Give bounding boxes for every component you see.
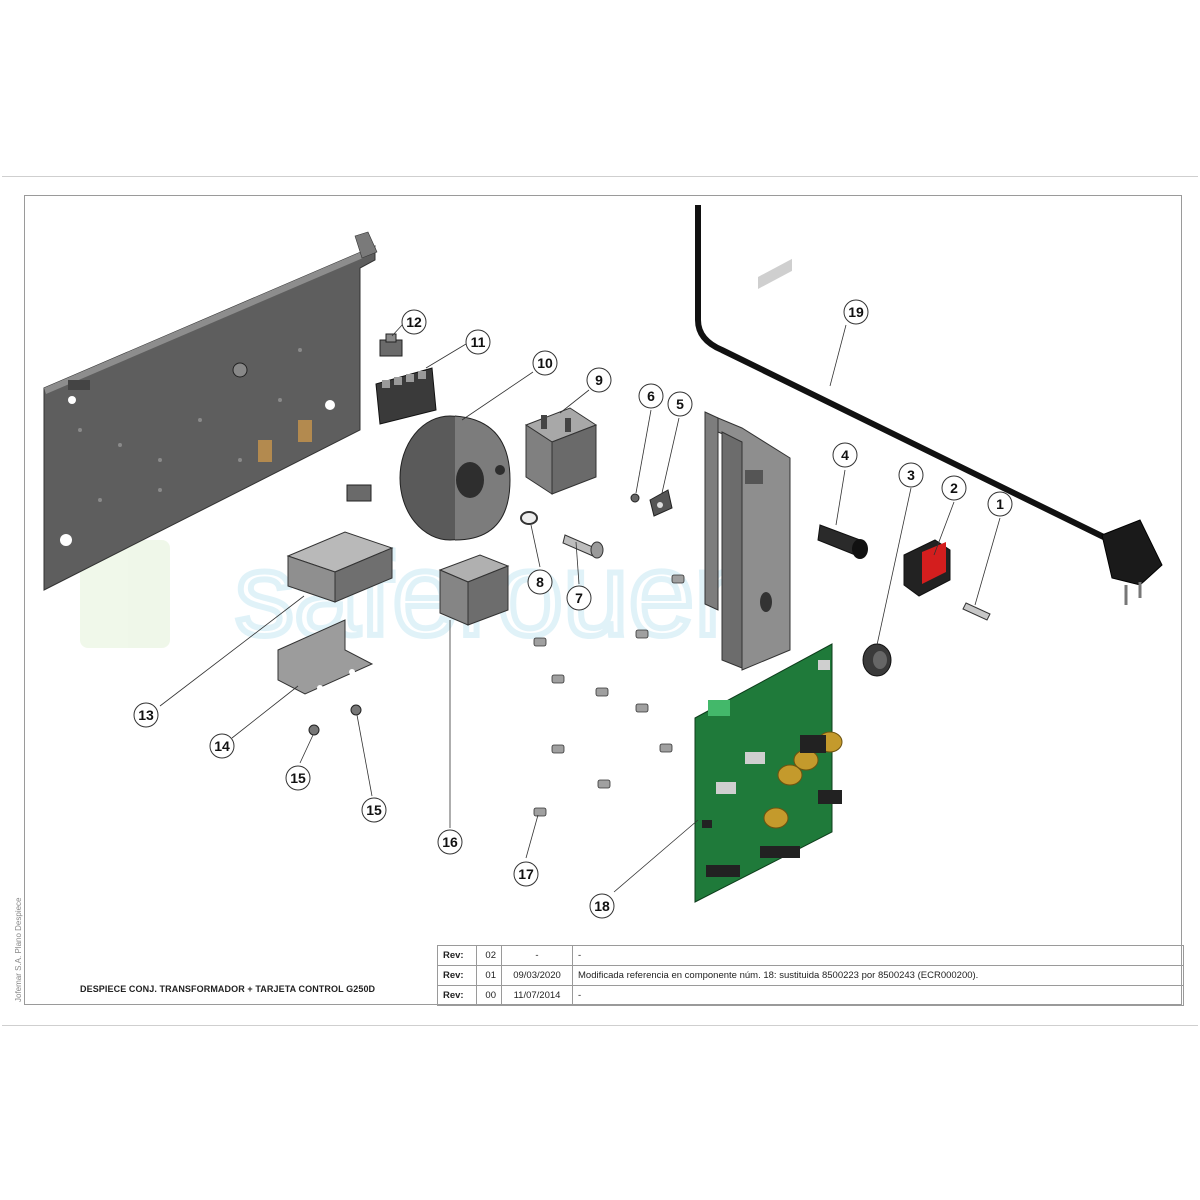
- callout-10: 10: [532, 350, 558, 376]
- rev-date: 09/03/2020: [501, 965, 573, 986]
- svg-text:5: 5: [676, 396, 684, 412]
- svg-text:1: 1: [996, 496, 1004, 512]
- callout-15: 15: [285, 765, 311, 791]
- revision-row: Rev: 00 11/07/2014 -: [437, 985, 1184, 1006]
- base-plate: [43, 231, 378, 591]
- part-10-transformer: [399, 415, 511, 541]
- svg-text:6: 6: [647, 388, 655, 404]
- rev-description: -: [572, 985, 1184, 1006]
- rev-key: Rev:: [437, 985, 477, 1006]
- svg-text:15: 15: [290, 770, 306, 786]
- svg-text:13: 13: [138, 707, 154, 723]
- callout-13: 13: [133, 702, 159, 728]
- part-18-pcb: [694, 258, 843, 903]
- callout-12: 12: [401, 309, 427, 335]
- callout-8: 8: [527, 569, 553, 595]
- revision-row: Rev: 01 09/03/2020 Modificada referencia…: [437, 965, 1184, 986]
- vertical-bracket: [704, 411, 791, 671]
- callout-5: 5: [667, 391, 693, 417]
- side-text: Jofemar S.A. Plano Despiece: [14, 897, 23, 1003]
- revision-row: Rev: 02 - -: [437, 945, 1184, 966]
- part-4-grommet: [817, 524, 868, 559]
- svg-text:16: 16: [442, 834, 458, 850]
- rev-key: Rev:: [437, 965, 477, 986]
- part-6-nut: [630, 493, 640, 503]
- callout-16: 16: [437, 829, 463, 855]
- drawing-title: DESPIECE CONJ. TRANSFORMADOR + TARJETA C…: [80, 984, 376, 994]
- part-8-washer: [520, 511, 538, 525]
- svg-text:14: 14: [214, 738, 230, 754]
- part-9-filter: [524, 407, 598, 495]
- svg-text:12: 12: [406, 314, 422, 330]
- svg-text:11: 11: [471, 334, 486, 350]
- callout-17: 17: [513, 861, 539, 887]
- watermark: saferouer: [80, 526, 737, 664]
- part-17-standoffs: [533, 574, 685, 817]
- watermark-logo-icon: [80, 540, 170, 648]
- callout-18: 18: [589, 893, 615, 919]
- part-5-clip: [649, 489, 673, 517]
- svg-text:8: 8: [536, 574, 544, 590]
- part-19-power-cable: [695, 205, 1163, 605]
- rev-key: Rev:: [437, 945, 477, 966]
- rev-date: 11/07/2014: [501, 985, 573, 1006]
- svg-text:7: 7: [575, 590, 583, 606]
- revision-table: Rev: 02 - - Rev: 01 09/03/2020 Modificad…: [437, 945, 1184, 1006]
- part-1-fuse: [962, 602, 991, 621]
- outer-frame: [2, 176, 1198, 1026]
- svg-text:17: 17: [518, 866, 534, 882]
- callout-1: 1: [987, 491, 1013, 517]
- callout-9: 9: [586, 367, 612, 393]
- svg-text:19: 19: [848, 304, 864, 320]
- part-2-red-switch: [903, 539, 951, 597]
- svg-text:4: 4: [841, 447, 849, 463]
- callout-19: 19: [843, 299, 869, 325]
- part-3-cap: [862, 643, 892, 677]
- part-15-screw: [308, 704, 362, 736]
- clip: [346, 484, 372, 502]
- part-16-ferrite: [438, 554, 510, 626]
- rev-number: 00: [476, 985, 502, 1006]
- callout-4: 4: [832, 442, 858, 468]
- callout-3: 3: [898, 462, 924, 488]
- callout-2: 2: [941, 475, 967, 501]
- svg-text:10: 10: [537, 355, 553, 371]
- callout-7: 7: [566, 585, 592, 611]
- svg-text:2: 2: [950, 480, 958, 496]
- callout-15-second: 15: [361, 797, 387, 823]
- rev-date: -: [501, 945, 573, 966]
- rev-description: -: [572, 945, 1184, 966]
- svg-text:18: 18: [594, 898, 610, 914]
- rev-description: Modificada referencia en componente núm.…: [572, 965, 1184, 986]
- svg-text:9: 9: [595, 372, 603, 388]
- part-12-clip: [379, 333, 403, 357]
- rev-number: 02: [476, 945, 502, 966]
- rev-number: 01: [476, 965, 502, 986]
- svg-text:3: 3: [907, 467, 915, 483]
- leader-lines: [159, 323, 1001, 893]
- svg-text:15: 15: [366, 802, 382, 818]
- callout-6: 6: [638, 383, 664, 409]
- part-7-bolt: [562, 534, 604, 559]
- part-11-terminal-block: [375, 367, 437, 425]
- part-13-housing: [286, 531, 394, 603]
- callout-11: 11: [465, 329, 491, 355]
- callout-14: 14: [209, 733, 235, 759]
- part-14-bracket: [277, 619, 374, 695]
